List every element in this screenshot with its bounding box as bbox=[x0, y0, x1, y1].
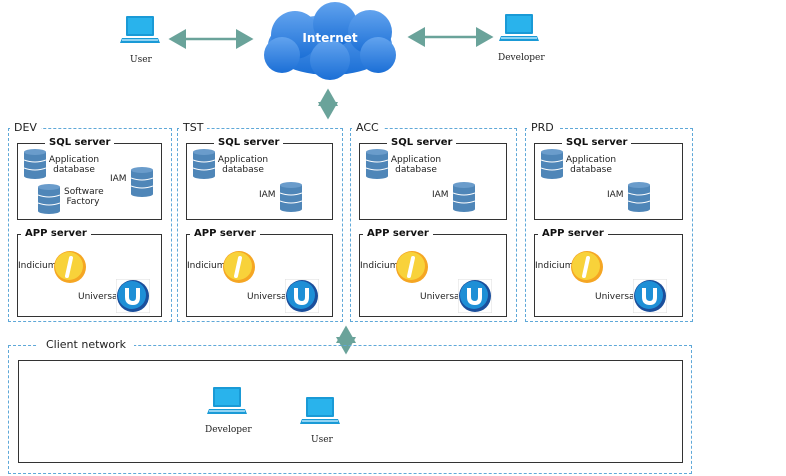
internet-label: Internet bbox=[302, 31, 358, 45]
universal-icon bbox=[632, 278, 668, 317]
universal-icon bbox=[115, 278, 151, 317]
indicium-icon bbox=[570, 250, 604, 288]
sql-server-label: SQL server bbox=[45, 137, 115, 148]
application-database-icon bbox=[365, 149, 389, 183]
internet-cloud-icon bbox=[264, 2, 396, 80]
app-server-label: APP server bbox=[21, 228, 91, 239]
application-database-label: Application database bbox=[217, 155, 269, 175]
top-developer-laptop-icon bbox=[499, 13, 539, 47]
client-network-label: Client network bbox=[38, 338, 135, 351]
client-network-box bbox=[18, 360, 683, 463]
application-database-label: Application database bbox=[565, 155, 617, 175]
env-prd-label: PRD bbox=[527, 121, 558, 134]
env-prd-zone bbox=[525, 128, 693, 322]
application-database-label: Application database bbox=[390, 155, 442, 175]
iam-label: IAM bbox=[607, 190, 624, 200]
client-user-laptop-icon bbox=[300, 396, 340, 430]
universal-icon bbox=[457, 278, 493, 317]
application-database-icon bbox=[540, 149, 564, 183]
software-factory-label: Software Factory bbox=[64, 187, 104, 207]
env-dev-label: DEV bbox=[10, 121, 41, 134]
env-acc-label: ACC bbox=[352, 121, 383, 134]
top-user-label: User bbox=[130, 55, 152, 65]
application-database-label: Application database bbox=[48, 155, 100, 175]
indicium-label: Indicium bbox=[360, 261, 399, 271]
sql-server-label: SQL server bbox=[387, 137, 457, 148]
indicium-label: Indicium bbox=[535, 261, 574, 271]
env-tst-label: TST bbox=[179, 121, 208, 134]
sql-server-label: SQL server bbox=[214, 137, 284, 148]
top-user-laptop-icon bbox=[120, 15, 160, 49]
env-acc-app-server bbox=[359, 234, 507, 317]
top-developer-label: Developer bbox=[498, 53, 545, 63]
universal-label: Universal bbox=[595, 292, 638, 302]
client-network-zone bbox=[8, 345, 692, 474]
universal-label: Universal bbox=[247, 292, 290, 302]
universal-icon bbox=[284, 278, 320, 317]
indicium-icon bbox=[222, 250, 256, 288]
indicium-icon bbox=[395, 250, 429, 288]
app-server-label: APP server bbox=[538, 228, 608, 239]
iam-label: IAM bbox=[432, 190, 449, 200]
iam-database-icon bbox=[452, 182, 476, 216]
iam-database-icon bbox=[279, 182, 303, 216]
env-dev-zone bbox=[8, 128, 172, 322]
software-factory-database-icon bbox=[37, 184, 61, 218]
indicium-label: Indicium bbox=[18, 261, 57, 271]
iam-database-icon bbox=[130, 167, 154, 201]
client-developer-label: Developer bbox=[205, 425, 252, 435]
universal-label: Universal bbox=[78, 292, 121, 302]
app-server-label: APP server bbox=[190, 228, 260, 239]
env-acc-zone bbox=[350, 128, 517, 322]
env-prd-app-server bbox=[534, 234, 683, 317]
sql-server-label: SQL server bbox=[562, 137, 632, 148]
application-database-icon bbox=[192, 149, 216, 183]
iam-database-icon bbox=[627, 182, 651, 216]
app-server-label: APP server bbox=[363, 228, 433, 239]
client-developer-laptop-icon bbox=[207, 386, 247, 420]
universal-label: Universal bbox=[420, 292, 463, 302]
iam-label: IAM bbox=[110, 174, 127, 184]
client-user-label: User bbox=[311, 435, 333, 445]
application-database-icon bbox=[23, 149, 47, 183]
env-tst-zone bbox=[177, 128, 343, 322]
iam-label: IAM bbox=[259, 190, 276, 200]
indicium-label: Indicium bbox=[187, 261, 226, 271]
indicium-icon bbox=[53, 250, 87, 288]
